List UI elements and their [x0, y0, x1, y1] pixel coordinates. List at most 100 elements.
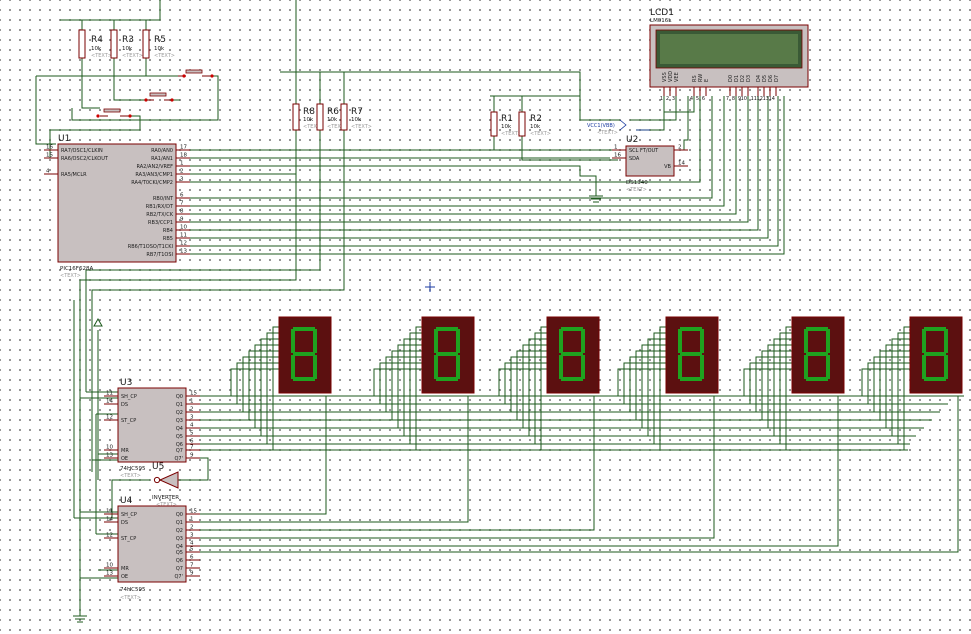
lcd-pin-number: 5: [696, 96, 699, 102]
pin-label: RA0/AN0: [151, 148, 173, 154]
text-placeholder: <TEXT>: [530, 131, 551, 137]
resistor-ref: R1: [501, 114, 513, 124]
resistor-ref: R3: [122, 35, 134, 45]
pin-number: 2: [190, 525, 194, 531]
lcd-pin-number: 14: [769, 96, 775, 102]
pin-label: Q1: [176, 520, 183, 526]
lcd-pin-number: 10: [741, 96, 747, 102]
resistor-value: 10k: [154, 46, 165, 52]
resistor-r7[interactable]: R7 10k <TEXT>: [340, 103, 372, 131]
pin-number: 5: [190, 431, 194, 437]
pin-number: 11: [180, 233, 187, 239]
pin-number: 3: [180, 177, 184, 183]
pin-number: 1: [190, 517, 194, 523]
pin-number: 3: [190, 415, 194, 421]
chip-pins: 16RA7/OSC1/CLKIN15RA6/OSC2/CLKOUT4RA5/MC…: [44, 145, 190, 258]
pin-label: Q6: [176, 442, 183, 448]
lcd-ref: LCD1: [650, 8, 674, 18]
lcd-pin-number: 12: [757, 96, 763, 102]
pin-label: RB7/T1OSI: [146, 252, 173, 258]
pin-number: 7: [190, 563, 194, 569]
resistor-value: 10k: [327, 117, 338, 123]
seven-segment-display: 8: [909, 316, 963, 394]
chip-part: 74HC595: [120, 587, 146, 593]
chip-u1-pic16f628a[interactable]: U1 PIC16F628A <TEXT> 16RA7/OSC1/CLKIN15R…: [44, 134, 190, 279]
pin-number: 18: [180, 153, 187, 159]
lcd-pin-label: VSS: [662, 72, 668, 82]
pin-label: Q4: [176, 544, 183, 550]
lcd-pin-label: D2: [740, 75, 746, 82]
pin-label: ST_CP: [121, 536, 136, 542]
lcd-pin-label: RS: [692, 75, 698, 82]
lcd-pin-label: D7: [774, 75, 780, 82]
resistor-ref: R4: [91, 35, 103, 45]
resistor-r1[interactable]: R1 10k <TEXT>: [490, 111, 522, 137]
lcd-pin-label: D1: [734, 75, 740, 82]
lcd-part: LM016L: [650, 18, 672, 24]
chip-ref: U2: [626, 135, 638, 145]
resistor-ref: R5: [154, 35, 166, 45]
pushbutton-2[interactable]: [144, 92, 174, 102]
resistor-ref: R7: [351, 107, 363, 117]
pin-label: DS: [121, 520, 128, 526]
resistor-ref: R6: [327, 107, 339, 117]
pin-label: Q7: [176, 448, 183, 454]
pin-number: 14: [106, 399, 113, 405]
lcd-pin-label: D0: [728, 75, 734, 82]
text-placeholder: <TEXT>: [120, 595, 141, 601]
pin-label: SH_CP: [121, 394, 137, 400]
pin-label: RA1/AN1: [151, 156, 173, 162]
pin-label: Q7: [176, 566, 183, 572]
pin-label: RB6/T1OSO/T1CKI: [128, 244, 173, 250]
lcd-pin-number: 6: [702, 96, 705, 102]
pin-label: OE: [121, 456, 128, 462]
chip-u3-74hc595[interactable]: U3 74HC595 <TEXT> 11SH_CP14DS12ST_CP10MR…: [104, 378, 200, 479]
resistor-value: 10k: [530, 124, 541, 130]
power-arrow-icon: [93, 317, 103, 327]
resistor-r3[interactable]: R3 10k <TEXT>: [110, 29, 143, 59]
display-digit: 8: [303, 387, 306, 393]
chip-u4-74hc595[interactable]: U4 74HC595 <TEXT> 11SH_CP14DS12ST_CP10MR…: [104, 496, 200, 601]
lcd-pin-label: VEE: [674, 72, 680, 82]
resistor-r2[interactable]: R2 10k <TEXT>: [518, 111, 551, 137]
chip-pins: 11SH_CP14DS12ST_CP10MR13OE15Q01Q12Q23Q34…: [104, 509, 200, 580]
lcd-pin-label: D5: [762, 75, 768, 82]
pin-number: 15: [46, 153, 53, 159]
resistor-r4[interactable]: R4 10k <TEXT>: [78, 29, 112, 59]
seven-segment-display: 8: [791, 316, 845, 394]
seven-segment-display: 8: [278, 316, 332, 394]
pin-number: 1: [190, 399, 194, 405]
pin-number: 16: [614, 153, 621, 159]
resistor-value: 10k: [351, 117, 362, 123]
lcd-pin-number: 11: [751, 96, 757, 102]
pin-number: 11: [106, 391, 113, 397]
pushbutton-3[interactable]: [96, 108, 132, 118]
lcd-pin-number: 2: [666, 96, 669, 102]
pin-number: 4: [46, 169, 50, 175]
pin-number: 2: [180, 169, 184, 175]
lcd-lm016l[interactable]: LCD1 LM016L <TEXT> VSS1VDD2VEE3RS4RW5E6D…: [649, 8, 809, 102]
pin-label: DS: [121, 402, 128, 408]
pin-label: OE: [121, 574, 128, 580]
lcd-pin-number: 7: [726, 96, 729, 102]
pin-number: 6: [190, 439, 194, 445]
lcd-pin-number: 3: [672, 96, 675, 102]
lcd-pin-label: E: [704, 79, 710, 82]
display-digit: 8: [934, 387, 937, 393]
pin-number: 14: [106, 517, 113, 523]
resistor-r5[interactable]: R5 10k <TEXT>: [142, 29, 175, 59]
resistor-r8[interactable]: R8 10k <TEXT>: [292, 103, 324, 131]
pin-label: Q3: [176, 418, 183, 424]
pushbutton-1[interactable]: [178, 69, 214, 78]
chip-ref: U1: [58, 134, 70, 144]
pin-label: Q7': [175, 574, 184, 580]
resistor-value: 10k: [122, 46, 133, 52]
pin-label: Q5: [176, 434, 183, 440]
resistor-r6[interactable]: R6 10k <TEXT>: [316, 103, 348, 131]
resistor-ref: R8: [303, 107, 315, 117]
pin-label: RA5/MCLR: [61, 172, 87, 178]
inverter-u5[interactable]: U5 INVERTER <TEXT>: [152, 462, 179, 508]
